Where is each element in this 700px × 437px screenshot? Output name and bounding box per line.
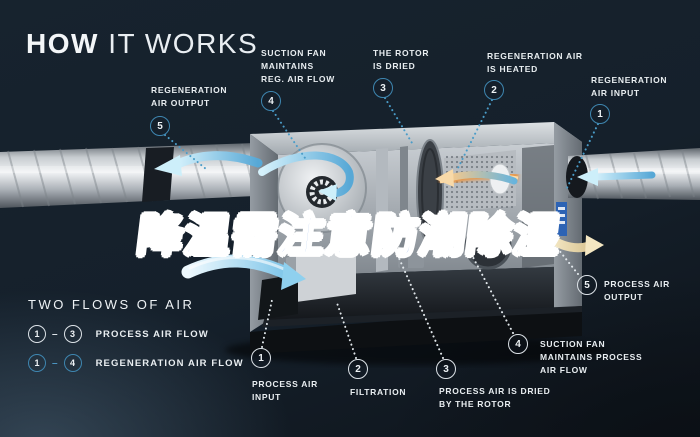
callout-filtration-label: FILTRATION [350, 387, 407, 397]
callout-suction-fan-process-label: SUCTION FAN MAINTAINS PROCESS AIR FLOW [540, 339, 643, 375]
badge-process-2: 2 [348, 359, 368, 379]
rotor [416, 139, 444, 245]
regeneration-leader-lines [164, 97, 599, 191]
machine-body [250, 122, 582, 354]
badge-regeneration-5: 5 [150, 116, 170, 136]
regeneration-output-arrow [154, 151, 263, 176]
flow-arrows [154, 151, 656, 290]
callout-regeneration-air-output-label: REGENERATION AIR OUTPUT [151, 85, 228, 108]
legend-circle-from: 1 [28, 354, 46, 372]
badge-process-4: 4 [508, 334, 528, 354]
badge-regeneration-4: 4 [261, 91, 281, 111]
callout-process-air-dried-label: PROCESS AIR IS DRIED BY THE ROTOR [439, 386, 551, 409]
title-light: IT WORKS [98, 28, 259, 59]
title-bold: HOW [26, 28, 99, 59]
divider-panel-2 [400, 146, 408, 270]
legend-circle-to: 3 [63, 325, 82, 343]
callout-suction-fan-reg-label: SUCTION FAN MAINTAINS REG. AIR FLOW [261, 48, 335, 84]
callout-regeneration-air-input-label: REGENERATION AIR INPUT [591, 75, 668, 98]
callout-process-air-input-label: PROCESS AIR INPUT [252, 379, 318, 402]
legend-label-process: PROCESS AIR FLOW [95, 328, 209, 340]
legend-row-process: 1 – 3 PROCESS AIR FLOW [28, 325, 209, 343]
left-duct-cutaway [142, 147, 174, 202]
badge-process-3: 3 [436, 359, 456, 379]
callout-air-heated-label: REGENERATION AIR IS HEATED [487, 51, 583, 74]
leader-lines [164, 97, 599, 359]
heater-arrow [435, 169, 518, 187]
fan-swirl-arrow [258, 151, 354, 201]
divider-panel-1 [376, 148, 388, 272]
badge-regeneration-1: 1 [590, 104, 610, 124]
machine-base [250, 306, 582, 354]
process-input-arrow [181, 254, 306, 290]
chinese-headline: 降温需注意防潮除湿 [134, 209, 565, 262]
legend-circle-from: 1 [28, 325, 46, 343]
page-title: HOW IT WORKS [26, 28, 258, 60]
legend-row-regeneration: 1 – 4 REGENERATION AIR FLOW [28, 354, 244, 372]
badge-regeneration-2: 2 [484, 80, 504, 100]
legend-circle-to: 4 [63, 354, 82, 372]
callout-process-air-output-label: PROCESS AIR OUTPUT [604, 279, 670, 302]
badge-regeneration-3: 3 [373, 78, 393, 98]
badge-process-5: 5 [577, 275, 597, 295]
brand-panel [556, 202, 567, 236]
regeneration-input-arrow [577, 168, 656, 186]
badge-process-1: 1 [251, 348, 271, 368]
process-leader-lines [261, 243, 579, 359]
legend-label-regeneration: REGENERATION AIR FLOW [95, 357, 244, 369]
process-output-arrow [543, 232, 604, 256]
legend-heading: TWO FLOWS OF AIR [28, 297, 195, 312]
legend-dash: – [52, 328, 58, 340]
legend-dash: – [52, 357, 58, 369]
callout-rotor-dried-label: THE ROTOR IS DRIED [373, 48, 430, 71]
